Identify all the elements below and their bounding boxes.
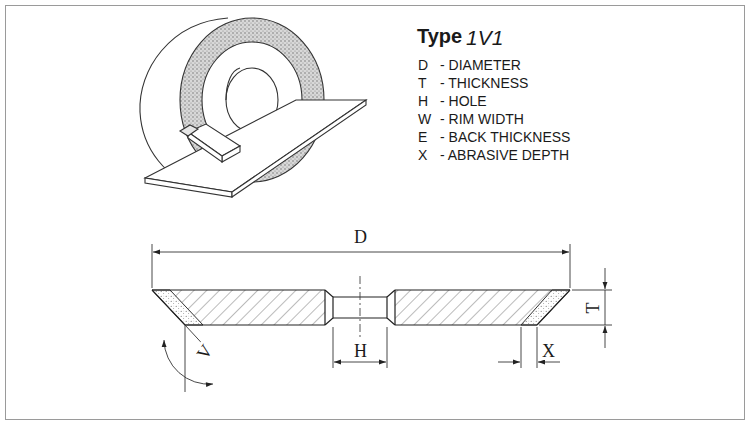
key-letter: W: [418, 112, 431, 126]
key-text: - HOLE: [440, 94, 487, 108]
key-letter: H: [418, 94, 428, 108]
dimension-label: D: [352, 228, 369, 246]
dimension-label: X: [540, 342, 557, 360]
type-code: 1V1: [466, 27, 503, 48]
key-letter: X: [418, 148, 427, 162]
key-text: - BACK THICKNESS: [440, 130, 570, 144]
dimension-label: T: [584, 301, 602, 316]
type-heading: Type: [417, 26, 462, 46]
key-text: - THICKNESS: [440, 76, 528, 90]
key-letter: E: [418, 130, 427, 144]
key-letter: D: [418, 58, 428, 72]
dimension-label: H: [352, 342, 369, 360]
key-text: - RIM WIDTH: [440, 112, 524, 126]
key-text: - DIAMETER: [440, 58, 521, 72]
angle-label: V: [192, 340, 216, 364]
key-text: - ABRASIVE DEPTH: [440, 148, 569, 162]
key-letter: T: [418, 76, 427, 90]
